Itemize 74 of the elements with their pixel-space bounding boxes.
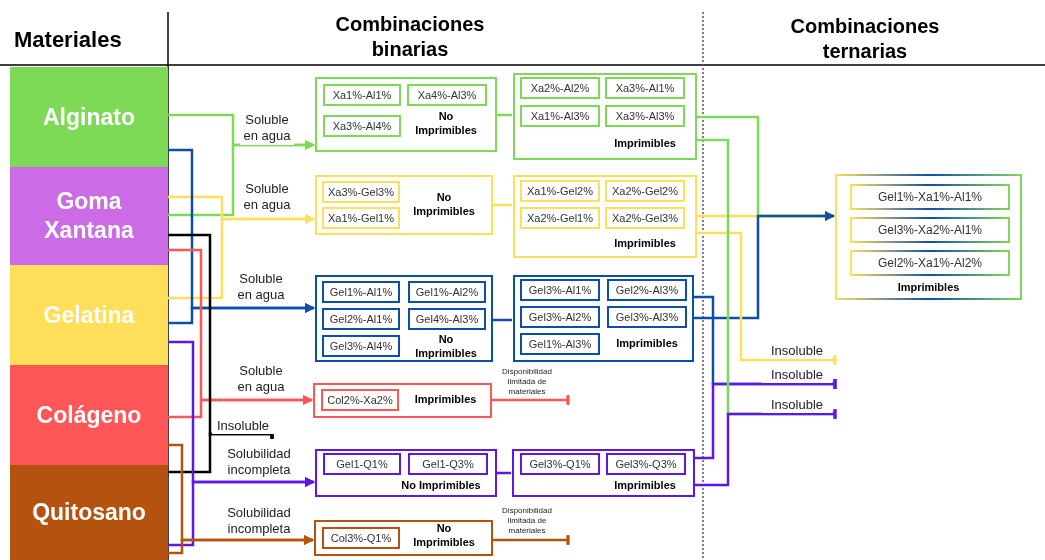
combination-box: Xa2%-Gel3%	[605, 207, 685, 229]
group-box	[513, 175, 697, 258]
connector-arrow	[168, 303, 315, 325]
group-box	[513, 73, 697, 160]
combination-box: Gel3%-Al2%	[520, 306, 600, 328]
connector-arrow	[168, 477, 315, 547]
combination-box: Gel3%-Xa2%-Al1%	[850, 217, 1010, 243]
status-text: No Imprimibles	[412, 522, 476, 550]
column-header: Combinaciones binarias	[334, 12, 486, 62]
combination-box: Gel2%-Xa1%-Al2%	[850, 250, 1010, 276]
combination-box: Gel2%-Al1%	[322, 308, 400, 330]
group-box	[315, 449, 497, 497]
edge-label: Insoluble	[762, 367, 832, 384]
combination-box: Gel1-Q1%	[323, 453, 401, 475]
combination-box: Xa3%-Gel3%	[322, 181, 400, 203]
group-box	[835, 174, 1022, 300]
edge-label: Insoluble	[762, 343, 832, 360]
edge-label: Soluble en agua	[240, 112, 294, 145]
column-header: Materiales	[14, 26, 123, 54]
material-band: Quitosano	[10, 465, 168, 560]
material-band: Gelatina	[10, 265, 168, 365]
combination-box: Xa1%-Gel2%	[520, 180, 600, 202]
connector-arrow	[168, 395, 313, 419]
combination-box: Xa2%-Al2%	[520, 77, 600, 99]
connector-arrow	[168, 140, 315, 217]
combination-box: Xa2%-Gel2%	[605, 180, 685, 202]
status-text: No Imprimibles	[412, 191, 476, 219]
group-box	[513, 275, 694, 362]
combination-box: Xa3%-Al3%	[605, 105, 685, 127]
combination-box: Xa3%-Al1%	[605, 77, 685, 99]
combination-box: Gel3%-Al4%	[322, 335, 400, 357]
group-box	[512, 449, 695, 497]
combination-box: Gel1%-Xa1%-Al1%	[850, 184, 1010, 210]
combination-box: Gel1-Q3%	[408, 453, 488, 475]
group-box	[313, 383, 492, 418]
column-header: Combinaciones ternarias	[789, 14, 941, 64]
combination-box: Xa2%-Gel1%	[520, 207, 600, 229]
status-text: No Imprimibles	[414, 333, 478, 361]
group-box	[315, 275, 493, 362]
combination-box: Gel1%-Al2%	[408, 281, 486, 303]
material-band: Alginato	[10, 67, 168, 167]
connector-arrow	[168, 214, 315, 300]
combination-box: Xa4%-Al3%	[407, 84, 487, 106]
status-text: Imprimibles	[613, 479, 677, 493]
combination-box: Xa1%-Al1%	[323, 84, 401, 106]
combination-box: Xa1%-Gel1%	[322, 207, 400, 229]
combination-box: Gel3%-Al3%	[607, 306, 687, 328]
status-text: No Imprimibles	[400, 479, 482, 493]
status-text: Imprimibles	[613, 237, 677, 251]
combination-box: Gel1%-Al3%	[520, 333, 600, 355]
material-band: Colágeno	[10, 365, 168, 465]
group-box	[315, 77, 497, 152]
status-text: Imprimibles	[613, 137, 677, 151]
status-text: Imprimibles	[413, 393, 478, 407]
group-box	[315, 175, 493, 235]
combination-box: Gel3%-Q3%	[606, 453, 686, 475]
combination-box: Gel3%-Q1%	[520, 453, 600, 475]
connector-arrow	[694, 211, 835, 320]
connector-arrow	[168, 535, 314, 555]
status-text: No Imprimibles	[414, 110, 478, 138]
edge-label: Insoluble	[212, 418, 274, 435]
combination-box: Xa1%-Al3%	[520, 105, 600, 127]
combination-box: Col3%-Q1%	[322, 527, 400, 549]
material-band: Goma Xantana	[10, 167, 168, 265]
combination-box: Gel2%-Al3%	[607, 279, 687, 301]
status-text: Imprimibles	[896, 281, 961, 295]
edge-label: Insoluble	[762, 397, 832, 414]
status-text: Imprimibles	[615, 337, 679, 351]
group-box	[314, 520, 493, 556]
combination-box: Xa3%-Al4%	[323, 115, 401, 137]
combination-box: Gel4%-Al3%	[408, 308, 486, 330]
combination-box: Gel3%-Al1%	[520, 279, 600, 301]
combination-box: Gel1%-Al1%	[322, 281, 400, 303]
combination-box: Col2%-Xa2%	[321, 389, 399, 411]
